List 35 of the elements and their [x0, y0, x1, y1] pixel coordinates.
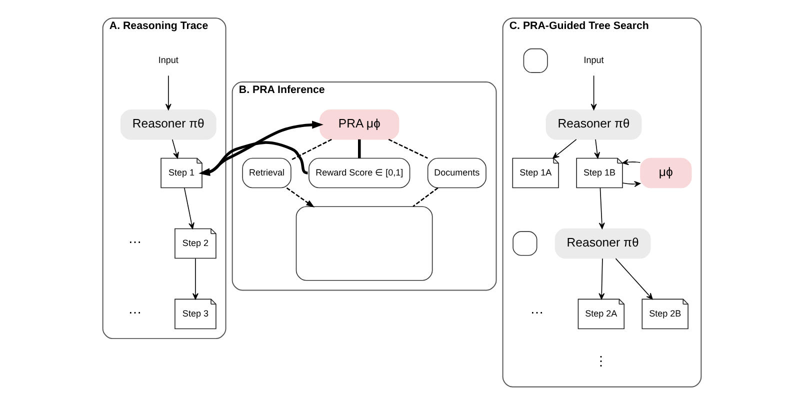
label: ⋯ — [530, 305, 544, 320]
node-box: Retrieval — [242, 158, 292, 188]
arrow — [552, 139, 577, 159]
label: ⋯ — [128, 234, 142, 250]
node-box: Documents — [427, 158, 486, 188]
arrow — [165, 75, 172, 110]
node-box: Reasoner πθ — [554, 228, 651, 259]
node-box — [523, 48, 548, 73]
arrow — [622, 159, 641, 166]
arrow — [598, 258, 605, 300]
node-box — [512, 231, 538, 256]
label: ⋮ — [594, 353, 608, 368]
node-box: Reasoner πθ — [546, 109, 642, 140]
connector — [358, 139, 361, 158]
arrow — [184, 188, 194, 230]
connector — [412, 187, 438, 207]
arrow — [172, 139, 179, 159]
node-box — [296, 206, 433, 281]
node-text: Input — [584, 55, 604, 65]
arrow — [594, 139, 600, 159]
connector — [290, 138, 332, 160]
arrow — [615, 258, 653, 300]
node-box: μϕ — [640, 158, 692, 188]
arrow — [286, 187, 315, 208]
node-box: PRA μϕ — [320, 109, 400, 140]
arrow — [198, 141, 308, 176]
node-box: Reward Score ∈ [0,1] — [308, 158, 410, 188]
arrow — [192, 258, 198, 300]
label: ⋯ — [128, 305, 142, 320]
node-text: Input — [158, 55, 178, 65]
node-box: Reasoner πθ — [120, 109, 216, 140]
arrow — [598, 188, 605, 230]
arrow — [622, 181, 641, 187]
connector — [388, 138, 428, 159]
arrow — [590, 75, 597, 110]
